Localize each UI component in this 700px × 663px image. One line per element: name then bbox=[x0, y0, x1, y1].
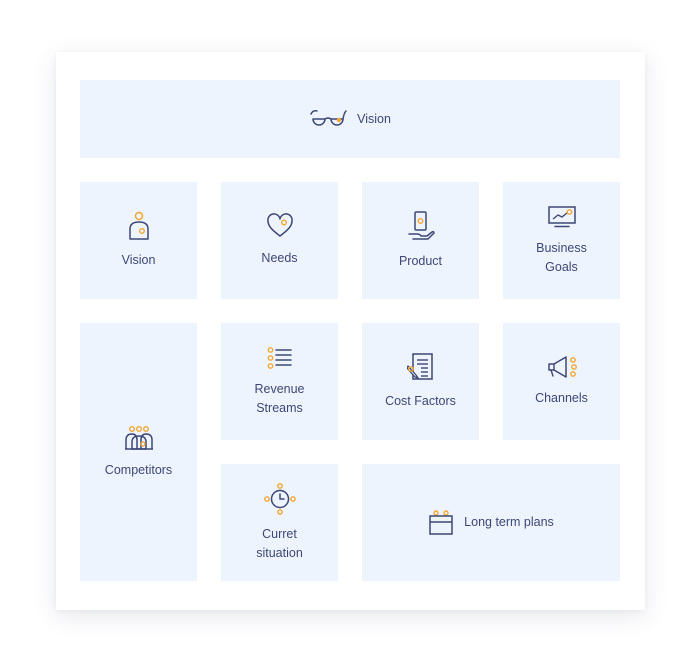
tile-label: Vision bbox=[121, 253, 156, 267]
tile-vision[interactable]: Vision bbox=[80, 182, 197, 299]
vision-header-label: Vision bbox=[357, 111, 391, 126]
tile-label: Channels bbox=[535, 391, 588, 405]
vision-header-tile[interactable]: Vision bbox=[80, 80, 620, 158]
tile-business-goals[interactable]: Business Goals bbox=[503, 182, 620, 299]
tile-revenue-streams[interactable]: Revenue Streams bbox=[221, 323, 338, 440]
clock-icon bbox=[263, 482, 296, 515]
invoice-icon bbox=[406, 352, 435, 382]
megaphone-icon bbox=[546, 355, 578, 379]
tile-label: Revenue Streams bbox=[254, 381, 305, 415]
tile-label: Business Goals bbox=[536, 240, 587, 274]
person-icon bbox=[127, 211, 151, 241]
chart-presentation-icon bbox=[547, 205, 577, 229]
tile-label: Cost Factors bbox=[385, 394, 456, 408]
tile-cost-factors[interactable]: Cost Factors bbox=[362, 323, 479, 440]
group-people-icon bbox=[123, 425, 155, 451]
hand-holding-phone-icon bbox=[407, 210, 435, 242]
tile-needs[interactable]: Needs bbox=[221, 182, 338, 299]
tile-label: Product bbox=[398, 254, 443, 268]
calendar-icon bbox=[428, 509, 454, 536]
tile-competitors[interactable]: Competitors bbox=[80, 323, 197, 581]
tile-product[interactable]: Product bbox=[362, 182, 479, 299]
heart-icon bbox=[266, 213, 294, 239]
tile-current-situation[interactable]: Curret situation bbox=[221, 464, 338, 581]
tile-label: Long term plans bbox=[464, 515, 554, 529]
tile-label: Competitors bbox=[104, 462, 173, 477]
tile-channels[interactable]: Channels bbox=[503, 323, 620, 440]
tile-label: Needs bbox=[261, 251, 298, 265]
glasses-icon bbox=[309, 109, 347, 129]
list-icon bbox=[267, 346, 293, 370]
tile-long-term-plans[interactable]: Long term plans bbox=[362, 464, 620, 581]
vision-board-card: Vision Vision Needs bbox=[56, 52, 645, 610]
tile-label: Curret situation bbox=[256, 526, 303, 560]
